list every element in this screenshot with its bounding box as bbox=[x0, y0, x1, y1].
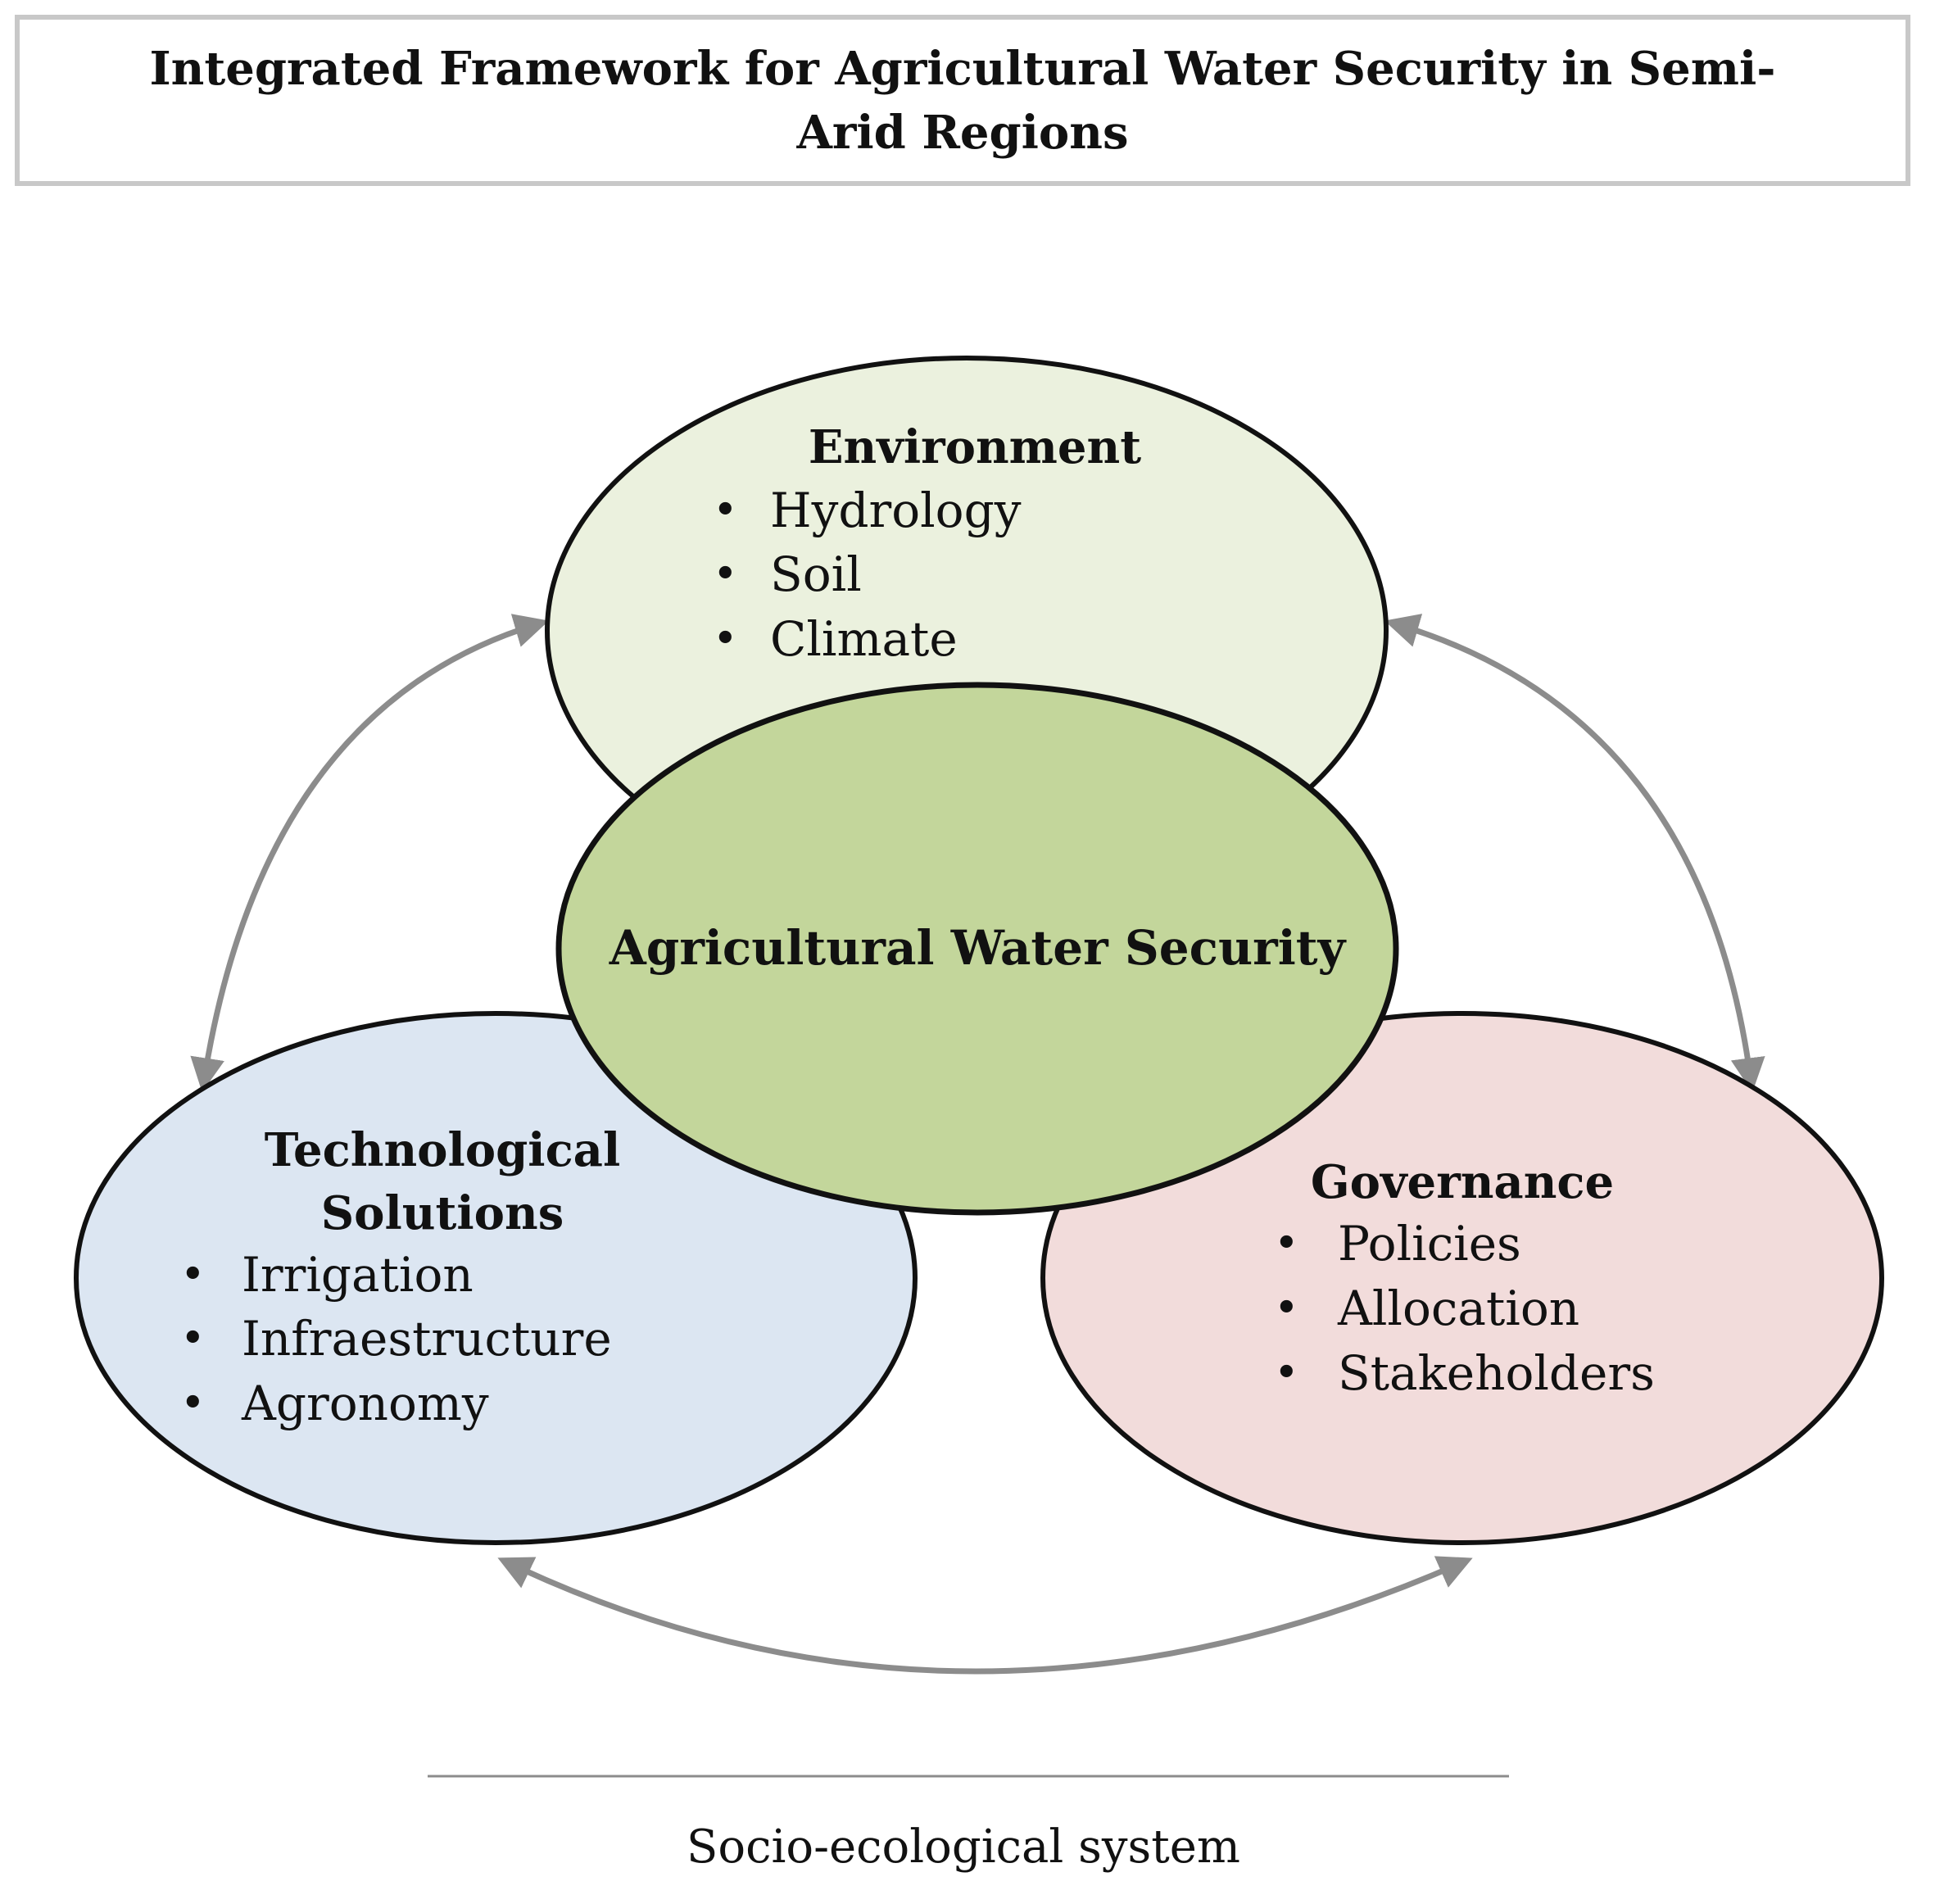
bullet: • bbox=[713, 614, 738, 664]
governance-item-stakeholders: Stakeholders bbox=[1338, 1345, 1655, 1401]
bullet: • bbox=[1274, 1284, 1299, 1333]
bullet: • bbox=[713, 486, 738, 535]
center-label: Agricultural Water Security bbox=[609, 920, 1348, 976]
governance-item-policies: Policies bbox=[1338, 1216, 1521, 1272]
technological-title-line-1: Technological bbox=[265, 1123, 620, 1177]
governance-title: Governance bbox=[1311, 1155, 1614, 1209]
technological-item-irrigation: Irrigation bbox=[242, 1247, 474, 1303]
environment-item-hydrology: Hydrology bbox=[770, 483, 1022, 538]
arrow-environment-governance bbox=[1384, 614, 1765, 1093]
title-box: Integrated Framework for Agricultural Wa… bbox=[15, 15, 1910, 186]
arrow-technological-governance bbox=[497, 1556, 1473, 1675]
technological-title-line-2: Solutions bbox=[321, 1186, 564, 1240]
governance-item-allocation: Allocation bbox=[1337, 1281, 1579, 1336]
footer-label: Socio-ecological system bbox=[687, 1820, 1240, 1874]
environment-title: Environment bbox=[809, 420, 1141, 474]
bullet: • bbox=[1274, 1349, 1299, 1398]
bullet: • bbox=[180, 1314, 206, 1363]
environment-item-soil: Soil bbox=[770, 546, 862, 602]
center-ellipse bbox=[555, 682, 1399, 1216]
bullet: • bbox=[713, 550, 738, 599]
arrow-environment-technological bbox=[190, 614, 550, 1093]
technological-item-agronomy: Agronomy bbox=[241, 1376, 489, 1431]
technological-item-infraestructure: Infraestructure bbox=[242, 1311, 612, 1367]
diagram-title: Integrated Framework for Agricultural Wa… bbox=[149, 41, 1776, 160]
environment-item-climate: Climate bbox=[770, 611, 958, 667]
bullet: • bbox=[180, 1379, 206, 1428]
bullet: • bbox=[1274, 1219, 1299, 1268]
bullet: • bbox=[180, 1250, 206, 1299]
